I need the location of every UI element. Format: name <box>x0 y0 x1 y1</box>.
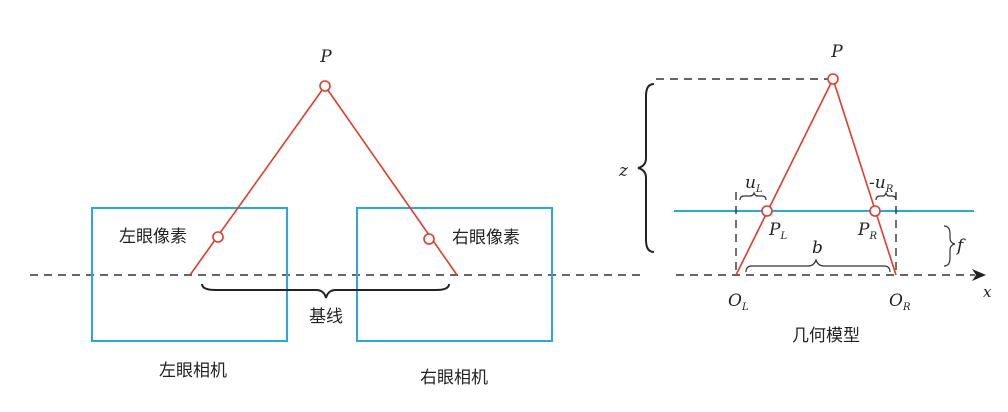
left-pixel-point <box>212 231 224 243</box>
ol-label: OL <box>728 291 749 313</box>
x-axis-label: x <box>983 283 992 301</box>
left-pixel-label: 左眼像素 <box>119 227 187 247</box>
point-p-label: P <box>319 47 332 67</box>
model-left-ray <box>735 78 834 276</box>
x-axis-arrow-icon <box>972 269 986 281</box>
left-ray <box>189 85 326 276</box>
baseline-label: 基线 <box>309 307 343 327</box>
model-caption: 几何模型 <box>792 326 860 346</box>
left-camera-label: 左眼相机 <box>159 361 227 381</box>
model-point-p <box>827 73 839 85</box>
right-ray <box>324 85 458 276</box>
right-camera-frame <box>356 207 553 342</box>
ul-brace <box>739 191 767 201</box>
z-label: z <box>618 161 629 181</box>
point-pr <box>869 205 881 217</box>
z-brace <box>637 83 655 253</box>
ul-label: uL <box>745 173 763 195</box>
model-right-ray <box>832 78 897 276</box>
ur-brace <box>875 191 897 201</box>
point-pl <box>761 205 773 217</box>
pr-label: PR <box>857 220 877 242</box>
right-camera-label: 右眼相机 <box>420 368 488 388</box>
ur-label: -uR <box>869 173 894 195</box>
pl-label: PL <box>768 220 787 242</box>
right-pixel-point <box>423 233 435 245</box>
model-point-p-label: P <box>830 42 843 62</box>
f-label: f <box>955 236 966 256</box>
b-label: b <box>812 238 823 258</box>
or-label: OR <box>889 291 911 313</box>
right-pixel-label: 右眼像素 <box>452 228 520 248</box>
f-brace <box>943 225 956 267</box>
left-camera-frame <box>91 207 288 342</box>
b-brace <box>745 258 891 273</box>
point-p <box>319 80 331 92</box>
baseline-brace <box>201 283 450 299</box>
